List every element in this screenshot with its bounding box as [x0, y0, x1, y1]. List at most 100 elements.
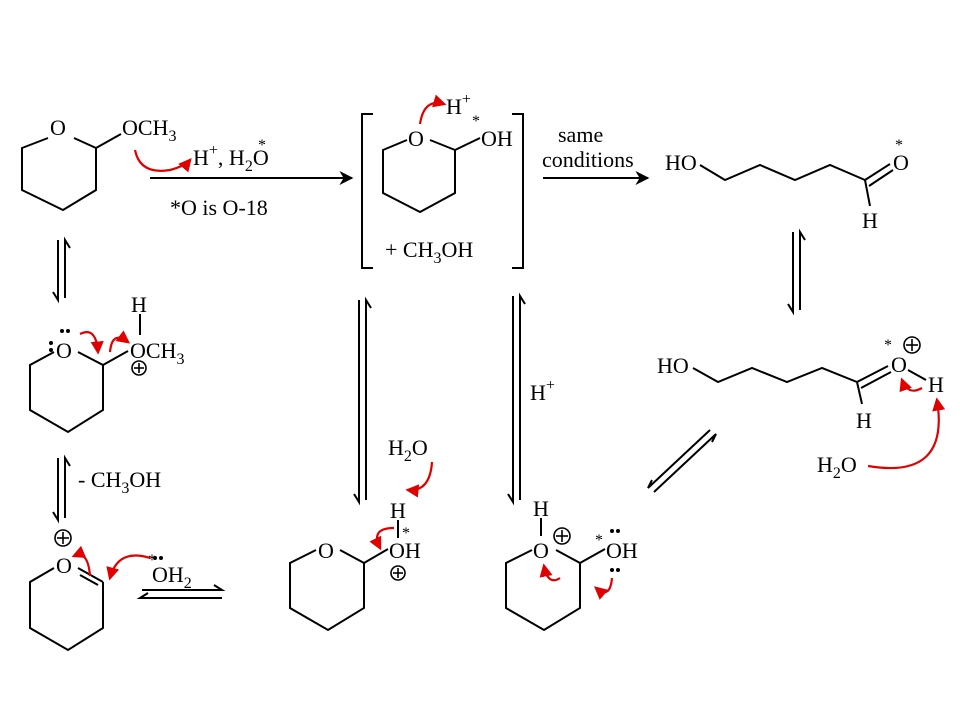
ring-oxygen-label: O — [318, 538, 334, 563]
lone-pair-dot — [616, 568, 620, 572]
curved-arrow-icon — [418, 94, 447, 125]
condition-line-2: conditions — [542, 147, 634, 172]
isotope-note: *O is O-18 — [170, 195, 268, 220]
condition-line-1: same — [558, 122, 603, 147]
lone-pair-dot — [49, 341, 53, 345]
oxonium-label: OCH3 — [130, 338, 184, 368]
carbonyl-bond-1 — [864, 163, 891, 181]
circled-plus-icon — [54, 529, 72, 547]
lone-pair-dot — [153, 556, 157, 560]
ring-protonated-hemiacetal: H O * OH — [505, 496, 638, 632]
carbonyl-bond-2 — [860, 371, 892, 389]
isotope-star: * — [895, 137, 903, 154]
lone-pair-dot — [616, 529, 620, 533]
oxygen-label: O — [56, 553, 72, 578]
ring-bonds — [21, 137, 97, 212]
chain-bonds — [699, 163, 866, 182]
curved-arrow-icon — [79, 331, 104, 355]
double-harpoon-icon — [507, 292, 526, 506]
chain-bonds — [692, 366, 858, 384]
acid-catalyst-label: H+ — [530, 377, 555, 405]
circled-plus-icon — [131, 360, 147, 376]
aldehyde-h-bond — [856, 381, 863, 405]
curved-arrow-icon — [106, 554, 151, 581]
isotope-star: * — [258, 137, 266, 154]
carbonyl-oxygen-label: O — [891, 352, 907, 377]
lone-pair-dot — [159, 556, 163, 560]
lone-pair-dot — [60, 329, 64, 333]
water-label: H2O — [388, 435, 428, 465]
double-harpoon-icon — [136, 584, 226, 599]
proton-label: H — [131, 292, 147, 317]
oh-bond — [907, 369, 927, 381]
protonated-acetal: O H OCH3 — [29, 292, 184, 434]
hydroxy-aldehyde: HO O * H — [665, 137, 909, 233]
substituent-bond — [95, 133, 122, 149]
isotope-star: * — [402, 525, 410, 542]
methanol-loss-label: - CH3OH — [78, 467, 161, 497]
lone-pair-dot — [66, 329, 70, 333]
hydroxyl-label: OH — [389, 538, 421, 563]
proton-label: H+ — [446, 91, 471, 119]
circled-plus-icon — [553, 527, 571, 545]
curved-arrow-icon — [133, 149, 192, 173]
double-bond-2 — [79, 574, 99, 586]
double-harpoon-icon — [52, 236, 71, 304]
curved-arrow-icon — [369, 526, 395, 551]
carbonyl-bond-2 — [868, 169, 894, 187]
curved-arrow-icon — [71, 545, 92, 577]
oh-bond — [454, 137, 481, 151]
ring-bonds — [29, 567, 104, 652]
ring-oxygen-label: O — [56, 338, 72, 363]
water-nucleophile: * OH2 — [106, 552, 192, 592]
ring-oxygen-label: O — [50, 115, 66, 140]
carbonyl-oxygen-label: O — [893, 150, 909, 175]
lone-pair-dot — [610, 568, 614, 572]
carbonyl-bond-1 — [856, 365, 889, 383]
methoxy-thp: O OCH3 — [21, 115, 176, 212]
aldehyde-h-label: H — [856, 408, 872, 433]
water-label: OH2 — [152, 562, 192, 592]
isotope-star: * — [595, 532, 603, 549]
double-harpoon-icon — [787, 228, 806, 316]
curved-arrow-icon — [405, 461, 434, 498]
protonated-aldehyde: HO O * H H H2O — [657, 336, 946, 482]
curved-arrow-icon — [593, 577, 614, 600]
oxocarbenium-ion: O — [29, 529, 104, 652]
double-harpoon-icon — [52, 454, 71, 524]
aldehyde-h-label: H — [862, 208, 878, 233]
methanol-byproduct: + CH3OH — [385, 237, 473, 267]
proton-label: H — [390, 498, 406, 523]
double-harpoon-icon — [647, 429, 717, 493]
reagent-label: H+, H2O — [193, 142, 269, 175]
proton-label: H — [533, 496, 549, 521]
aldehyde-h-bond — [864, 179, 871, 207]
lone-pair-dot — [49, 348, 53, 352]
circled-plus-icon — [390, 565, 406, 581]
isotope-star: * — [884, 337, 892, 354]
isotope-star: * — [472, 113, 480, 130]
hydroxyl-label: OH — [481, 126, 513, 151]
oh-bond — [579, 548, 606, 564]
double-harpoon-icon — [353, 296, 372, 506]
bracket-intermediate: O OH * H+ + CH3OH — [361, 91, 524, 269]
protonated-hemiacetal: O H * OH H2O — [289, 435, 434, 632]
curved-arrow-icon — [108, 330, 131, 353]
left-bracket — [361, 113, 373, 269]
oxonium-h-label: H — [928, 372, 944, 397]
curved-arrow-icon — [867, 397, 946, 470]
hydroxy-label: HO — [665, 150, 697, 175]
curved-arrow-icon — [539, 563, 561, 582]
methoxy-label: OCH3 — [122, 115, 176, 145]
curved-arrow-icon — [899, 377, 923, 393]
ring-oxygen-label: O — [533, 538, 549, 563]
ring-oxygen-label: O — [408, 126, 424, 151]
hydroxy-label: HO — [657, 353, 689, 378]
water-label: H2O — [817, 452, 857, 482]
isotope-star: * — [148, 552, 156, 569]
lone-pair-dot — [610, 529, 614, 533]
right-bracket — [512, 113, 524, 269]
circled-plus-icon — [903, 336, 921, 354]
